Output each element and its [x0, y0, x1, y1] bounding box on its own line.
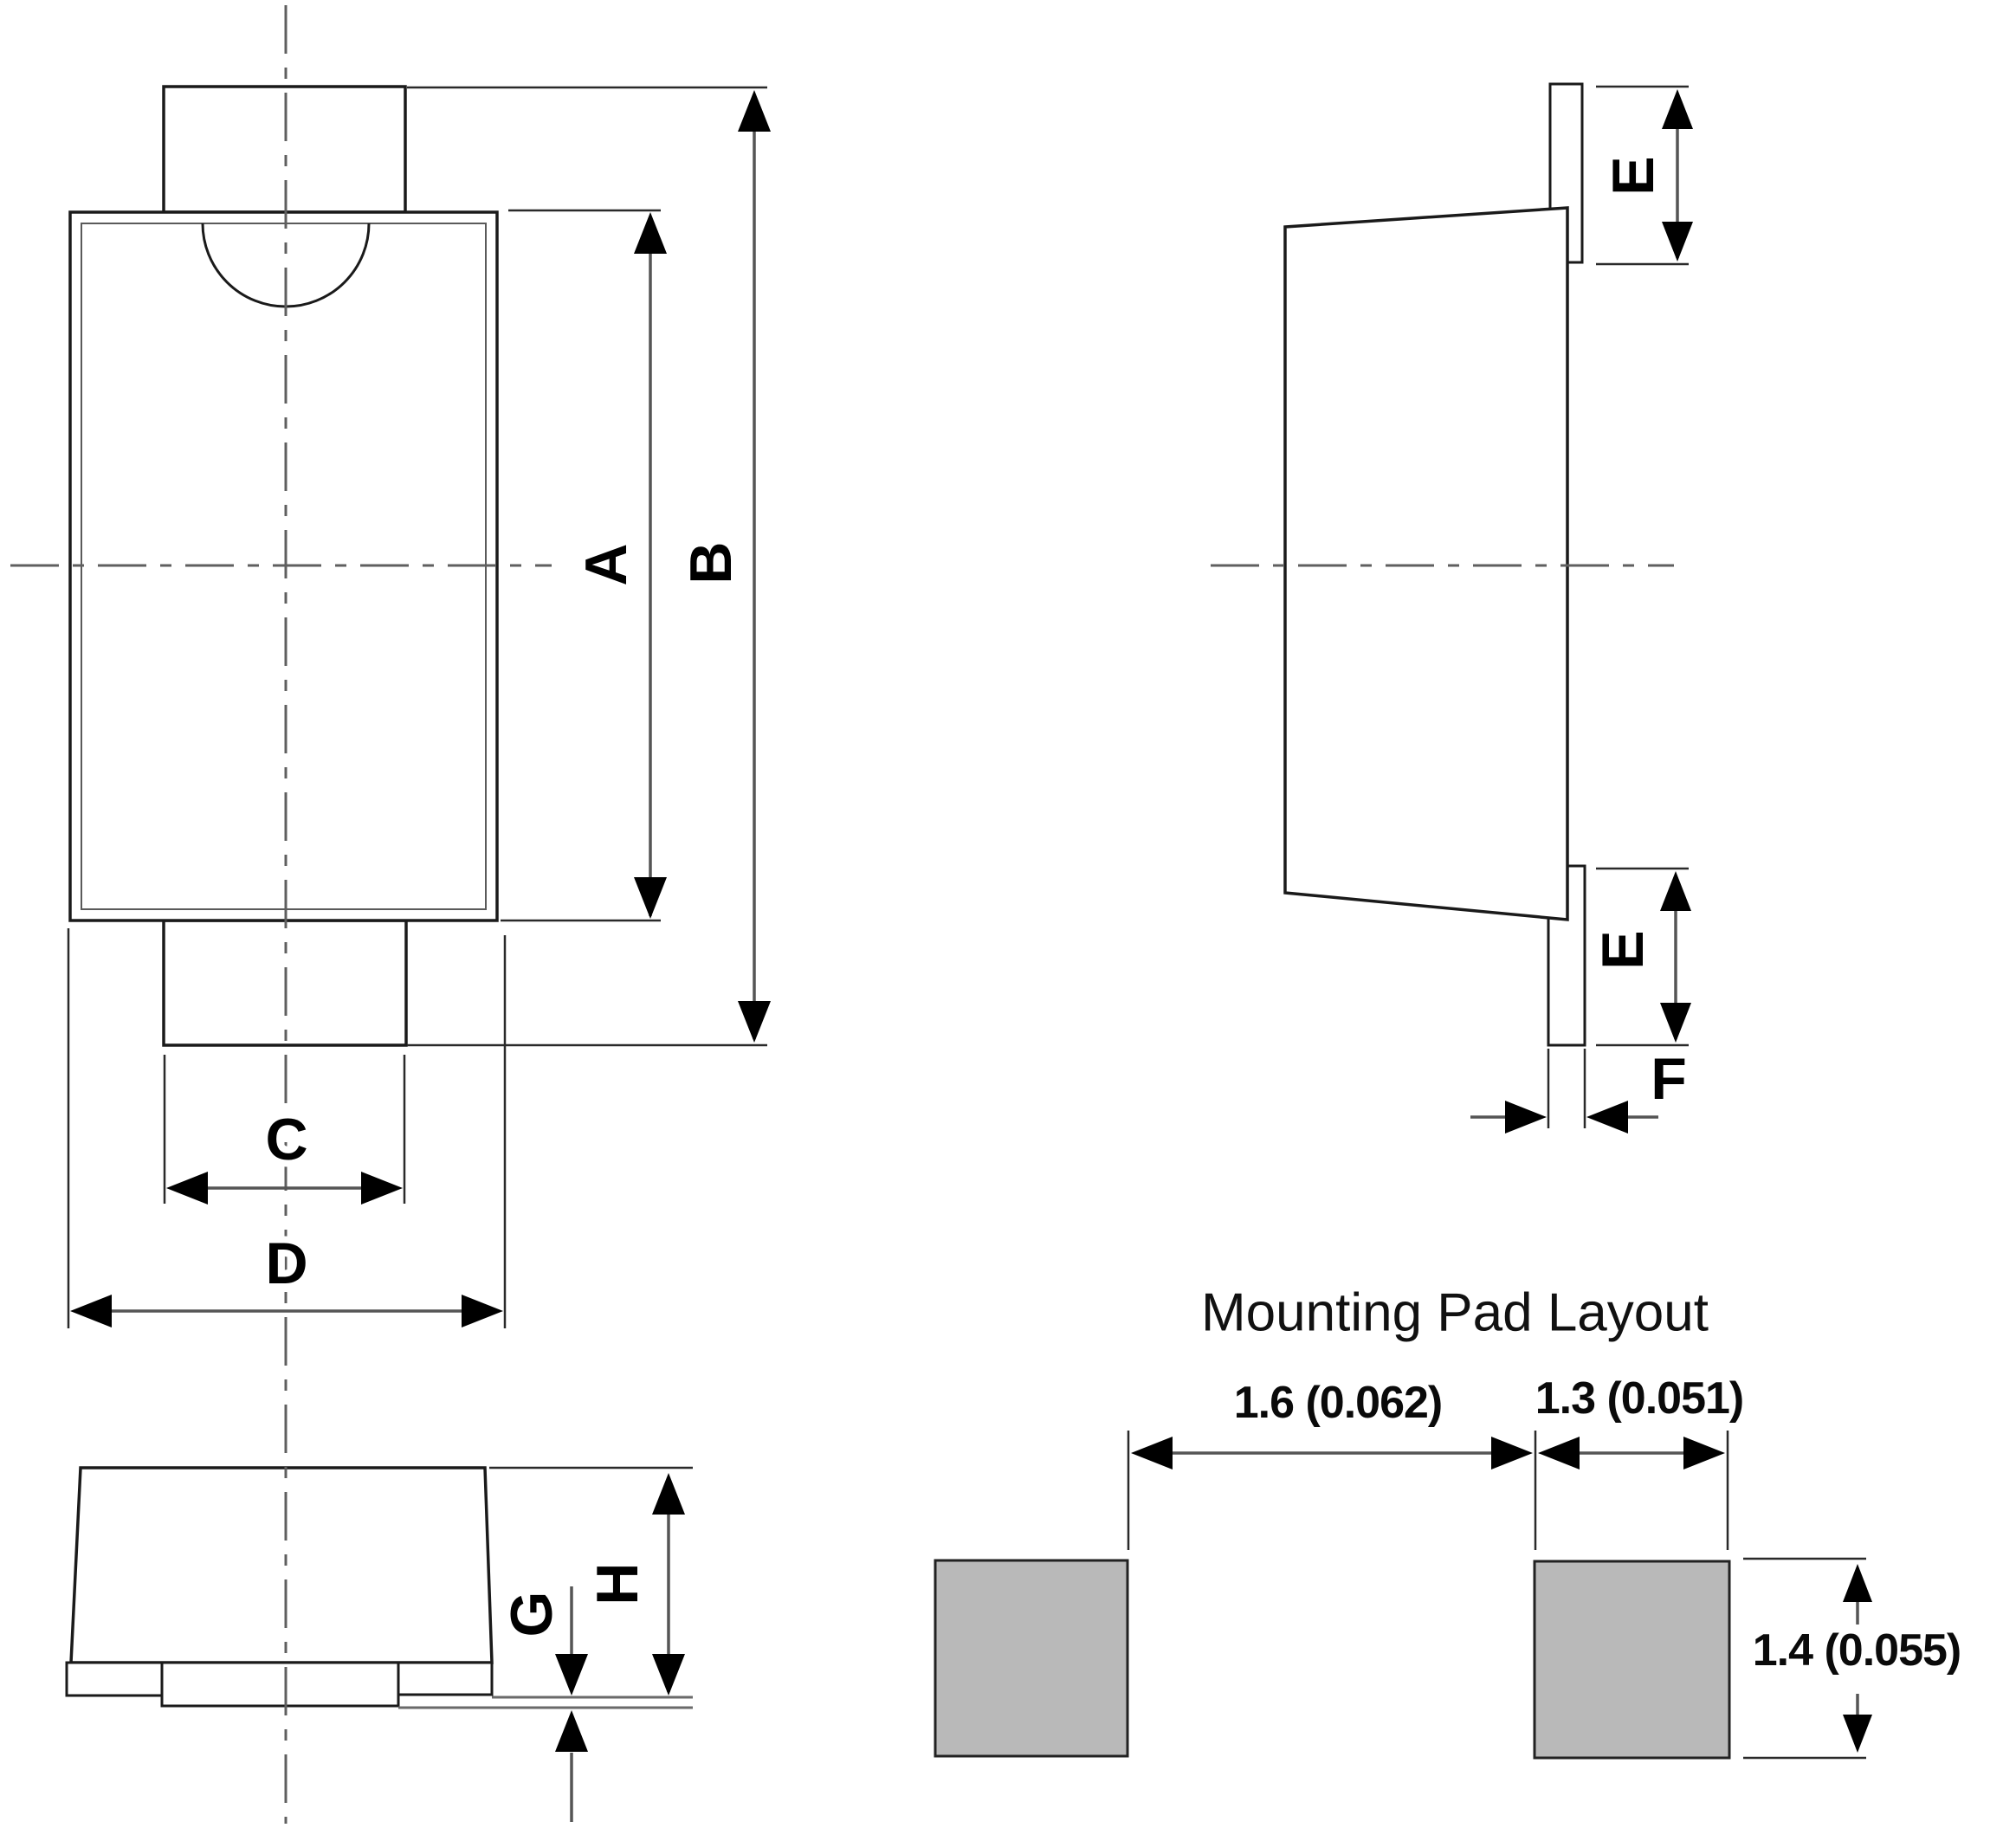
arrowhead-down	[634, 877, 667, 919]
arrowhead-up	[738, 90, 771, 132]
arrowhead-right	[361, 1172, 403, 1205]
dimension-h: H	[489, 1466, 693, 1696]
bottom-view-left-lead	[65, 1661, 164, 1697]
arrowhead-up	[555, 1710, 588, 1752]
arrowhead-down	[738, 1001, 771, 1043]
dim-label-e-top: E	[1600, 156, 1666, 195]
pad-height-label: 1.4 (0.055)	[1753, 1625, 1961, 1676]
bottom-view	[65, 1466, 693, 1709]
bottom-view-body	[69, 1466, 494, 1664]
arrowhead-right	[1505, 1101, 1547, 1134]
arrowhead-left	[1538, 1437, 1580, 1470]
arrowhead-up	[1843, 1564, 1872, 1602]
pad-layout-title: Mounting Pad Layout	[1201, 1283, 1709, 1343]
dimension-f: F	[1470, 1039, 1694, 1134]
dimension-e-top: E	[1596, 85, 1693, 266]
bottom-view-right-lead	[397, 1661, 494, 1696]
dim-label-e-bottom: E	[1590, 930, 1656, 969]
side-view	[1283, 82, 1586, 1047]
arrowhead-left	[166, 1172, 208, 1205]
arrowhead-down	[1662, 222, 1693, 262]
arrowhead-left	[1131, 1437, 1173, 1470]
side-body	[1283, 206, 1569, 921]
dim-label-a: A	[573, 543, 639, 585]
arrowhead-down	[652, 1654, 685, 1696]
arrowhead-right	[1683, 1437, 1725, 1470]
mounting-pad-layout: Mounting Pad Layout 1.6 (0.062) 1.3 (0.0…	[934, 1283, 1961, 1760]
mounting-pad-left	[934, 1559, 1129, 1758]
arrowhead-right	[462, 1295, 503, 1327]
arrowhead-up	[1662, 89, 1693, 129]
dim-label-d: D	[265, 1231, 307, 1296]
arrowhead-down	[1843, 1715, 1872, 1753]
arrowhead-down	[555, 1654, 588, 1696]
arrowhead-left	[1586, 1101, 1628, 1134]
dimension-a: A	[501, 209, 667, 922]
dimension-pad-width: 1.3 (0.051)	[1535, 1373, 1744, 1550]
mounting-pad-right	[1533, 1560, 1731, 1760]
dim-label-f: F	[1651, 1046, 1687, 1112]
arrowhead-down	[1660, 1003, 1691, 1043]
bottom-view-center-lead	[160, 1661, 400, 1708]
dimension-pad-height: 1.4 (0.055)	[1743, 1557, 1961, 1760]
dim-label-c: C	[265, 1107, 307, 1172]
arrowhead-up	[652, 1473, 685, 1515]
dimension-g: G	[499, 1586, 588, 1822]
pad-pitch-label: 1.6 (0.062)	[1234, 1378, 1443, 1428]
dimension-pad-pitch: 1.6 (0.062)	[1127, 1378, 1537, 1550]
dimension-d: D	[67, 928, 507, 1328]
arrowhead-left	[70, 1295, 112, 1327]
dimension-b: B	[407, 86, 771, 1047]
dim-label-h: H	[585, 1562, 650, 1605]
arrowhead-up	[1660, 871, 1691, 911]
arrowhead-up	[634, 212, 667, 254]
dim-label-g: G	[499, 1592, 565, 1637]
dim-label-b: B	[678, 541, 744, 584]
dimension-e-bottom: E	[1590, 867, 1691, 1047]
pad-width-label: 1.3 (0.051)	[1535, 1373, 1744, 1424]
arrowhead-right	[1491, 1437, 1533, 1470]
dimension-c: C	[163, 1055, 406, 1205]
